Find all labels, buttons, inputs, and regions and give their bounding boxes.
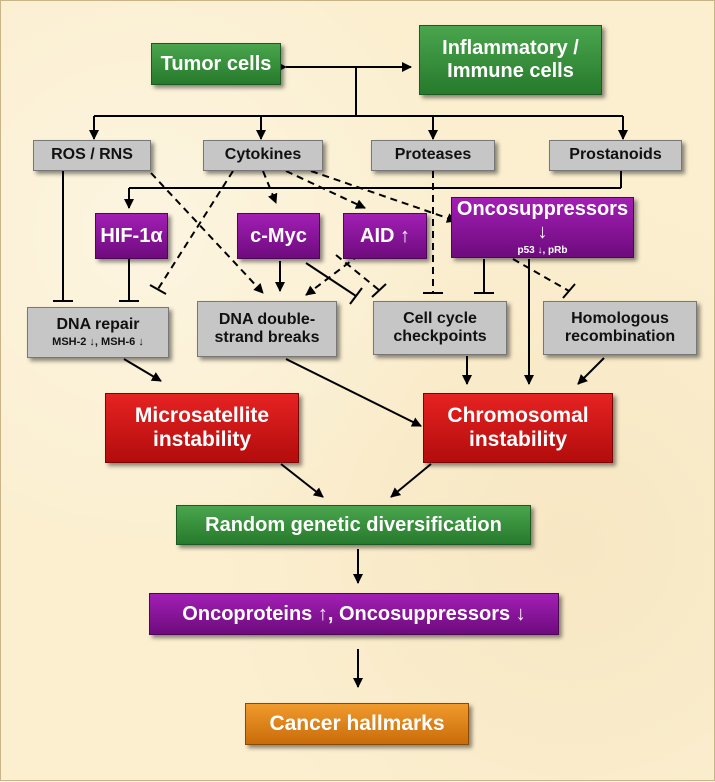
inflammatory-label-line2: Immune cells — [447, 60, 574, 82]
tumor-cells-label: Tumor cells — [160, 52, 272, 75]
onco-inhibit-homologous-dashed — [512, 258, 570, 292]
chromosomal-instability-box: Chromosomal instability — [423, 393, 613, 463]
random-genetic-diversification-box: Random genetic diversification — [176, 505, 531, 545]
aid-box: AID ↑ — [343, 213, 427, 259]
random-genetic-label: Random genetic diversification — [205, 513, 502, 536]
prostanoids-box: Prostanoids — [549, 140, 682, 171]
chromosomal-label-line1: Chromosomal — [447, 403, 589, 427]
homologous-recombination-box: Homologous recombination — [543, 301, 697, 355]
microsat-label-line1: Microsatellite — [134, 403, 270, 427]
ros-rns-box: ROS / RNS — [33, 140, 151, 171]
dsb-to-chromosomal — [285, 358, 422, 427]
oncosuppressors-box: Oncosuppressors ↓ p53 ↓, pRb — [451, 197, 634, 258]
cytokines-to-aid-dashed — [285, 170, 366, 209]
checkpoint-label-line1: Cell cycle — [403, 309, 477, 327]
microsat-label-line2: instability — [152, 428, 252, 451]
oncoproteins-box: Oncoproteins ↑, Oncosuppressors ↓ — [149, 593, 559, 635]
cell-cycle-checkpoints-box: Cell cycle checkpoints — [373, 301, 507, 355]
dna-repair-box: DNA repair MSH-2 ↓, MSH-6 ↓ — [27, 307, 169, 358]
oncoproteins-label: Oncoproteins ↑, Oncosuppressors ↓ — [182, 602, 526, 625]
cytokines-box: Cytokines — [203, 140, 323, 171]
microsat-to-random — [280, 463, 324, 498]
checkpoint-label-line2: checkpoints — [393, 328, 487, 345]
cmyc-inhibit-bar — [349, 287, 363, 305]
chromosomal-label-line2: instability — [468, 428, 568, 451]
cmyc-label: c-Myc — [250, 224, 307, 247]
dna-repair-sublabel: MSH-2 ↓, MSH-6 ↓ — [52, 335, 144, 348]
homologous-to-chromosomal — [577, 357, 605, 385]
hif1a-box: HIF-1α — [95, 213, 168, 259]
dsb-box: DNA double- strand breaks — [197, 301, 337, 357]
dsb-label-line1: DNA double- — [218, 310, 316, 328]
aid-label: AID ↑ — [360, 224, 410, 247]
aid-inhibit-checkpoint-dashed — [335, 254, 380, 291]
prostanoids-label: Prostanoids — [569, 146, 662, 164]
cmyc-box: c-Myc — [237, 213, 320, 259]
inflammatory-immune-cells-box: Inflammatory / Immune cells — [419, 25, 602, 95]
ros-rns-label: ROS / RNS — [51, 146, 133, 164]
microsatellite-instability-box: Microsatellite instability — [105, 393, 299, 463]
ros-to-dsb-dashed — [150, 172, 264, 294]
inflammatory-label-line1: Inflammatory / — [442, 37, 579, 59]
cancer-hallmarks-label: Cancer hallmarks — [269, 711, 445, 735]
repair-to-microsat — [123, 358, 162, 382]
oncosuppressors-sublabel: p53 ↓, pRb — [517, 245, 568, 257]
cmyc-inhibit-line — [305, 262, 357, 297]
dsb-label-line2: strand breaks — [214, 329, 320, 346]
proteases-label: Proteases — [394, 146, 472, 164]
onco-homologous-bar — [562, 283, 576, 299]
tumor-cells-box: Tumor cells — [151, 43, 281, 85]
cancer-hallmarks-box: Cancer hallmarks — [245, 703, 469, 745]
chromosomal-to-random — [390, 463, 432, 498]
cytokines-to-cmyc-dashed — [262, 170, 278, 204]
proteases-box: Proteases — [371, 140, 495, 171]
dna-repair-label: DNA repair — [56, 316, 140, 334]
homologous-label-line1: Homologous — [571, 309, 669, 327]
aid-to-dsb-dashed — [305, 254, 360, 296]
homologous-label-line2: recombination — [564, 328, 676, 345]
cyto-repair-bar — [149, 284, 167, 295]
aid-checkpoint-bar — [371, 283, 387, 298]
cytokines-label: Cytokines — [224, 146, 302, 164]
cytokines-to-onco-dashed — [310, 170, 457, 223]
hif1a-label: HIF-1α — [100, 224, 163, 247]
oncosuppressors-label: Oncosuppressors ↓ — [456, 198, 629, 244]
